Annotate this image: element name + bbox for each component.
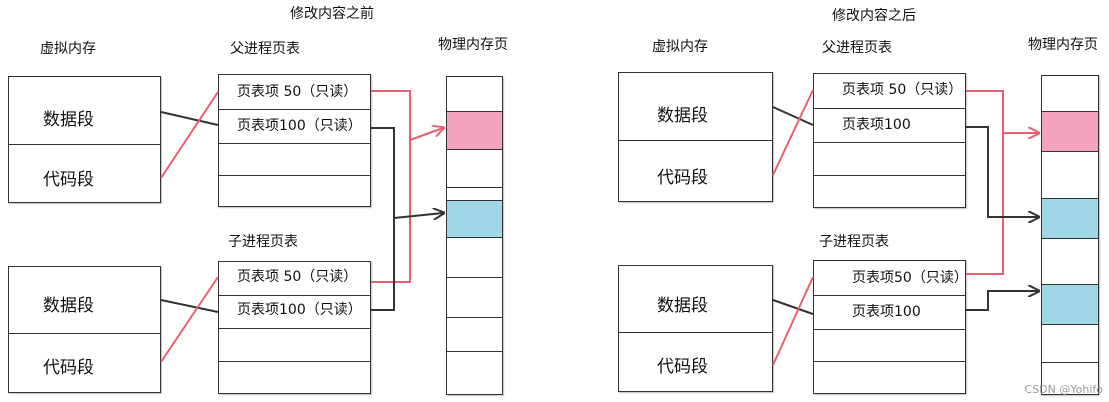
left-parent-virtual-memory: 数据段 代码段: [8, 76, 161, 203]
right-physical-page-pink: [1042, 111, 1098, 151]
right-parent-table-label: 父进程页表: [822, 40, 892, 56]
right-physical-memory: [1041, 75, 1099, 395]
left-parent-data-segment: 数据段: [43, 110, 94, 130]
left-child-page-table: 页表项 50（只读） 页表项100（只读）: [218, 261, 371, 394]
right-physical-label: 物理内存页: [1028, 37, 1098, 53]
right-parent-data-link: [772, 106, 814, 126]
right-parent-page-table: 页表项 50（只读） 页表项100: [813, 73, 966, 208]
left-parent-table-label: 父进程页表: [230, 41, 300, 57]
watermark: CSDN @Yohifo: [1024, 383, 1103, 396]
right-child-entry-50: 页表项50（只读）: [852, 270, 968, 286]
left-parent-data-link: [160, 111, 219, 126]
right-child-code-link: [772, 276, 814, 366]
right-parent-entry-50: 页表项 50（只读）: [842, 82, 963, 98]
left-black-arrow: [393, 213, 443, 218]
right-child-black-arrow: [966, 291, 1038, 311]
right-parent-code-link: [772, 89, 814, 176]
left-child-code-link: [160, 276, 219, 363]
right-parent-virtual-memory: 数据段 代码段: [618, 72, 773, 202]
left-parent-code-segment: 代码段: [43, 170, 94, 190]
left-parent-page-table: 页表项 50（只读） 页表项100（只读）: [218, 74, 371, 207]
right-parent-data-segment: 数据段: [657, 106, 708, 126]
left-child-entry-50: 页表项 50（只读）: [237, 269, 358, 285]
right-child-data-link: [772, 299, 814, 315]
right-parent-black-arrow: [966, 126, 1038, 217]
left-physical-page-pink: [447, 111, 502, 149]
right-red-bracket: [966, 90, 1004, 275]
left-child-virtual-memory: 数据段 代码段: [8, 266, 161, 393]
left-parent-entry-100: 页表项100（只读）: [237, 118, 362, 134]
right-virtual-memory-label: 虚拟内存: [652, 39, 708, 55]
right-child-code-segment: 代码段: [657, 357, 708, 377]
left-virtual-memory-label: 虚拟内存: [40, 41, 96, 57]
right-child-table-label: 子进程页表: [819, 234, 889, 250]
left-child-entry-100: 页表项100（只读）: [237, 302, 362, 318]
left-black-bracket: [371, 127, 395, 311]
left-child-table-label: 子进程页表: [228, 234, 298, 250]
left-physical-memory: [446, 76, 503, 395]
left-red-arrow: [409, 128, 443, 141]
left-red-bracket: [371, 90, 411, 283]
right-child-data-segment: 数据段: [657, 296, 708, 316]
left-child-code-segment: 代码段: [43, 358, 94, 378]
right-parent-entry-100: 页表项100: [842, 117, 911, 133]
left-physical-label: 物理内存页: [438, 37, 508, 53]
right-title: 修改内容之后: [832, 8, 916, 24]
left-parent-code-link: [160, 91, 219, 179]
left-title: 修改内容之前: [290, 6, 374, 22]
right-child-entry-100: 页表项100: [852, 304, 921, 320]
left-physical-page-blue: [447, 200, 502, 237]
left-parent-entry-50: 页表项 50（只读）: [237, 84, 358, 100]
left-child-data-segment: 数据段: [43, 296, 94, 316]
right-parent-code-segment: 代码段: [657, 168, 708, 188]
left-child-data-link: [160, 299, 219, 313]
right-physical-page-blue: [1042, 198, 1098, 238]
right-physical-page-blue-copy: [1042, 284, 1098, 324]
right-child-page-table: 页表项50（只读） 页表项100: [813, 260, 968, 394]
right-child-virtual-memory: 数据段 代码段: [618, 265, 773, 392]
